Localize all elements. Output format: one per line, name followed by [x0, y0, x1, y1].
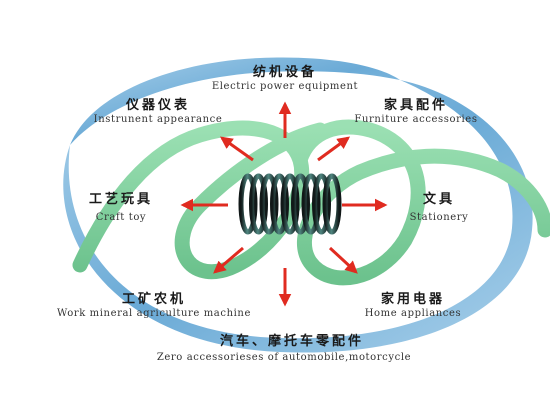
spring-coil-turn	[322, 173, 342, 235]
spring-coil-turn	[238, 173, 258, 235]
label-mining-en: Work mineral agriculture machine	[57, 308, 251, 319]
spring-coil-turn	[259, 173, 279, 235]
label-auto-en: Zero accessorieses of automobile,motorcy…	[156, 352, 412, 363]
label-textile-en: Electric power equipment	[211, 81, 359, 92]
label-stationery-zh: 文具	[422, 192, 456, 207]
label-craft-en: Craft toy	[95, 212, 147, 223]
label-auto-zh: 汽车、摩托车零配件	[219, 334, 365, 349]
spring-coil-turn	[249, 173, 268, 235]
blue-ring	[63, 57, 533, 353]
label-instrument-en: Instrunent appearance	[93, 114, 223, 125]
label-home-en: Home appliances	[364, 308, 462, 319]
coil-spring-icon	[238, 173, 342, 235]
spring-coil-turn	[312, 173, 331, 235]
spring-coil-turn	[280, 173, 300, 235]
label-home-zh: 家用电器	[380, 292, 446, 307]
label-mining-zh: 工矿农机	[121, 292, 187, 307]
arrow-icon	[328, 246, 358, 274]
label-furniture-en: Furniture accessories	[354, 114, 478, 125]
label-stationery-en: Stationery	[409, 212, 469, 223]
label-textile-zh: 纺机设备	[252, 65, 318, 80]
arrow-icon	[213, 246, 244, 274]
spring-coil-turn	[270, 173, 289, 235]
label-furniture-zh: 家具配件	[383, 98, 449, 113]
label-craft-zh: 工艺玩具	[88, 192, 154, 207]
spring-coil-turn	[291, 173, 310, 235]
arrow-icon	[219, 136, 254, 162]
label-instrument-zh: 仪器仪表	[125, 98, 191, 113]
arrow-icon	[317, 136, 351, 162]
arrows-group	[180, 101, 388, 307]
spring-coil-turn	[301, 173, 321, 235]
